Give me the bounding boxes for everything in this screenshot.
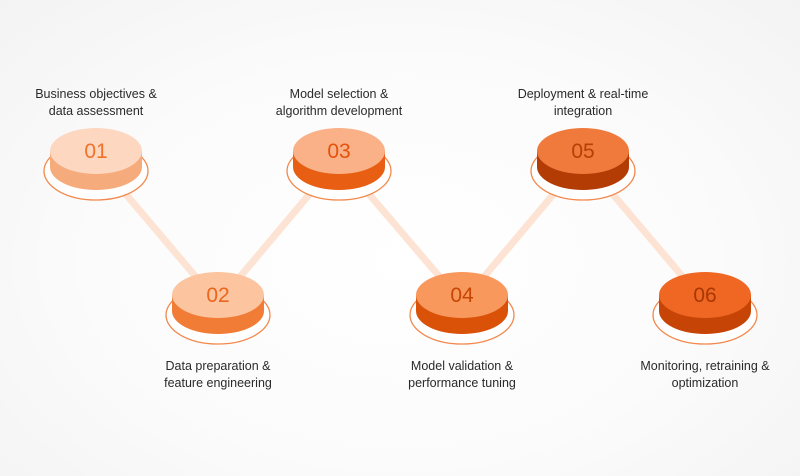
step-5-disc: 05 — [530, 128, 636, 201]
step-4-label: Model validation & performance tuning — [408, 359, 516, 390]
step-1-label: Business objectives & data assessment — [35, 87, 157, 118]
disc-top — [537, 128, 629, 174]
step-1-disc: 01 — [43, 128, 149, 201]
disc-top — [293, 128, 385, 174]
step-2-disc: 02 — [165, 272, 271, 345]
step-4-number: 04 — [450, 284, 474, 307]
step-3-disc: 03 — [286, 128, 392, 201]
step-6-disc: 06 — [652, 272, 758, 345]
step-2-label: Data preparation & feature engineering — [164, 359, 272, 390]
disc-top — [172, 272, 264, 318]
step-5-number: 05 — [571, 140, 594, 163]
disc-top — [50, 128, 142, 174]
step-5-label: Deployment & real-time integration — [517, 87, 649, 118]
step-4-disc: 04 — [409, 272, 515, 345]
step-6-number: 06 — [693, 284, 716, 307]
step-3-number: 03 — [327, 140, 350, 163]
step-discs: 01 02 03 04 05 06 — [43, 128, 758, 345]
disc-top — [659, 272, 751, 318]
step-1-number: 01 — [84, 140, 107, 163]
step-2-number: 02 — [206, 284, 229, 307]
step-6-label: Monitoring, retraining & optimization — [640, 359, 770, 390]
disc-top — [416, 272, 508, 318]
step-3-label: Model selection & algorithm development — [275, 87, 403, 118]
